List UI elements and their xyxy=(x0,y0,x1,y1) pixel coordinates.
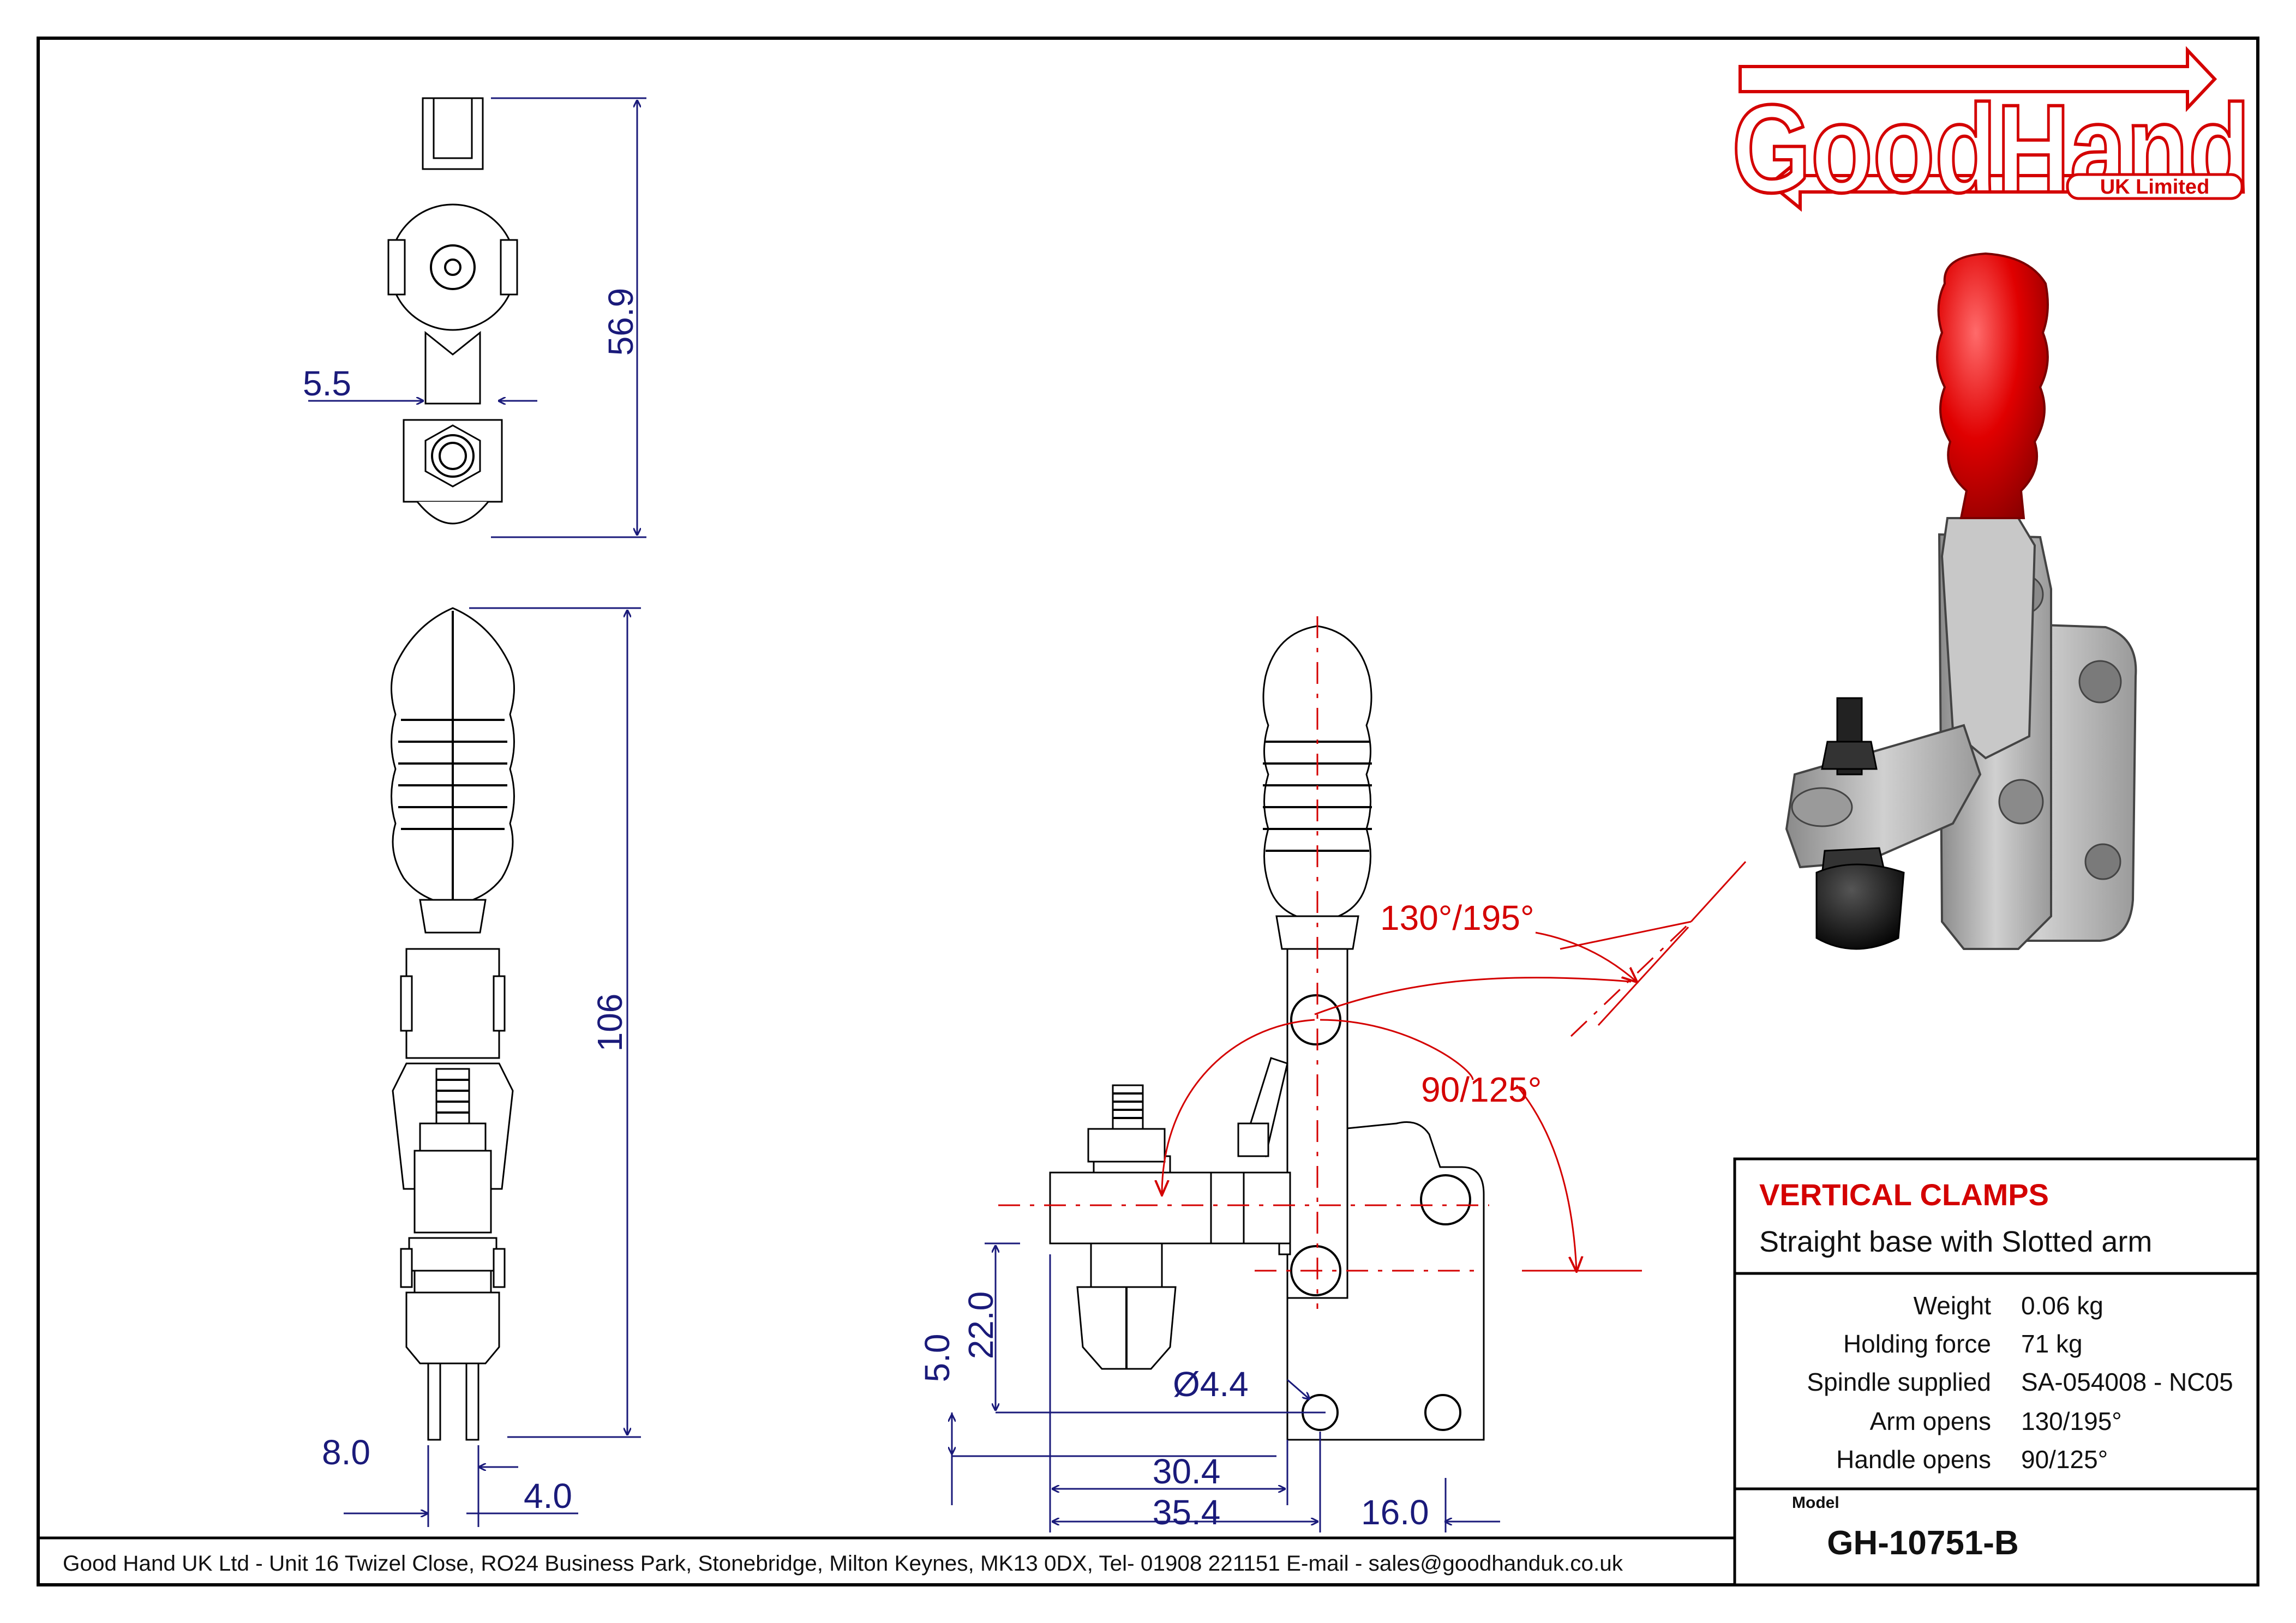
spec-label: Arm opens xyxy=(1870,1407,1991,1435)
company-logo: GoodHand UK Limited xyxy=(1730,46,2252,220)
dim-top-width: 5.5 xyxy=(303,364,351,403)
dim-front-width-left: 8.0 xyxy=(322,1433,370,1472)
model-label: Model xyxy=(1792,1494,1839,1512)
dim-side-30: 30.4 xyxy=(1153,1452,1221,1491)
dim-front-width-right: 4.0 xyxy=(524,1476,572,1516)
spec-label: Handle opens xyxy=(1836,1445,1991,1474)
side-view-dimensions: 22.0 5.0 Ø4.4 30.4 35.4 16.0 xyxy=(918,1242,1500,1532)
model-number: GH-10751-B xyxy=(1827,1524,2018,1562)
title-block: VERTICAL CLAMPS Straight base with Slott… xyxy=(1733,1157,2259,1586)
logo-subtext: UK Limited xyxy=(2100,176,2210,199)
spec-value: 71 kg xyxy=(2021,1330,2083,1358)
spec-value: SA-054008 - NC05 xyxy=(2021,1368,2233,1396)
side-view xyxy=(1049,625,1485,1441)
title-block-title: VERTICAL CLAMPS xyxy=(1759,1177,2049,1212)
angle-arm-opens: 130°/195° xyxy=(1380,898,1534,937)
spec-label: Spindle supplied xyxy=(1807,1368,1991,1396)
dim-front-height: 106 xyxy=(590,994,630,1052)
top-view-dimensions: 56.9 5.5 xyxy=(303,97,646,538)
dim-top-height: 56.9 xyxy=(601,288,640,356)
angle-handle-opens: 90/125° xyxy=(1421,1070,1542,1109)
spec-value: 130/195° xyxy=(2021,1407,2122,1435)
dim-side-5: 5.0 xyxy=(918,1334,957,1382)
front-view-dimensions: 106 8.0 4.0 xyxy=(322,607,641,1527)
spec-value: 0.06 kg xyxy=(2021,1291,2103,1320)
title-block-subtitle: Straight base with Slotted arm xyxy=(1759,1225,2152,1258)
dim-side-16: 16.0 xyxy=(1361,1493,1429,1532)
dim-side-22: 22.0 xyxy=(961,1291,1000,1360)
spec-label: Weight xyxy=(1914,1291,1992,1320)
spec-value: 90/125° xyxy=(2021,1445,2108,1474)
dim-side-35: 35.4 xyxy=(1153,1493,1221,1532)
front-view xyxy=(391,607,515,1441)
top-view xyxy=(387,97,518,525)
dim-side-hole: Ø4.4 xyxy=(1173,1364,1249,1404)
side-view-angle-lines: 130°/195° 90/125° xyxy=(998,616,1747,1309)
clamp-3d-render xyxy=(1785,252,2137,950)
footer-address: Good Hand UK Ltd - Unit 16 Twizel Close,… xyxy=(63,1552,1623,1576)
drawing-border xyxy=(37,37,2259,1586)
spec-label: Holding force xyxy=(1843,1330,1991,1358)
